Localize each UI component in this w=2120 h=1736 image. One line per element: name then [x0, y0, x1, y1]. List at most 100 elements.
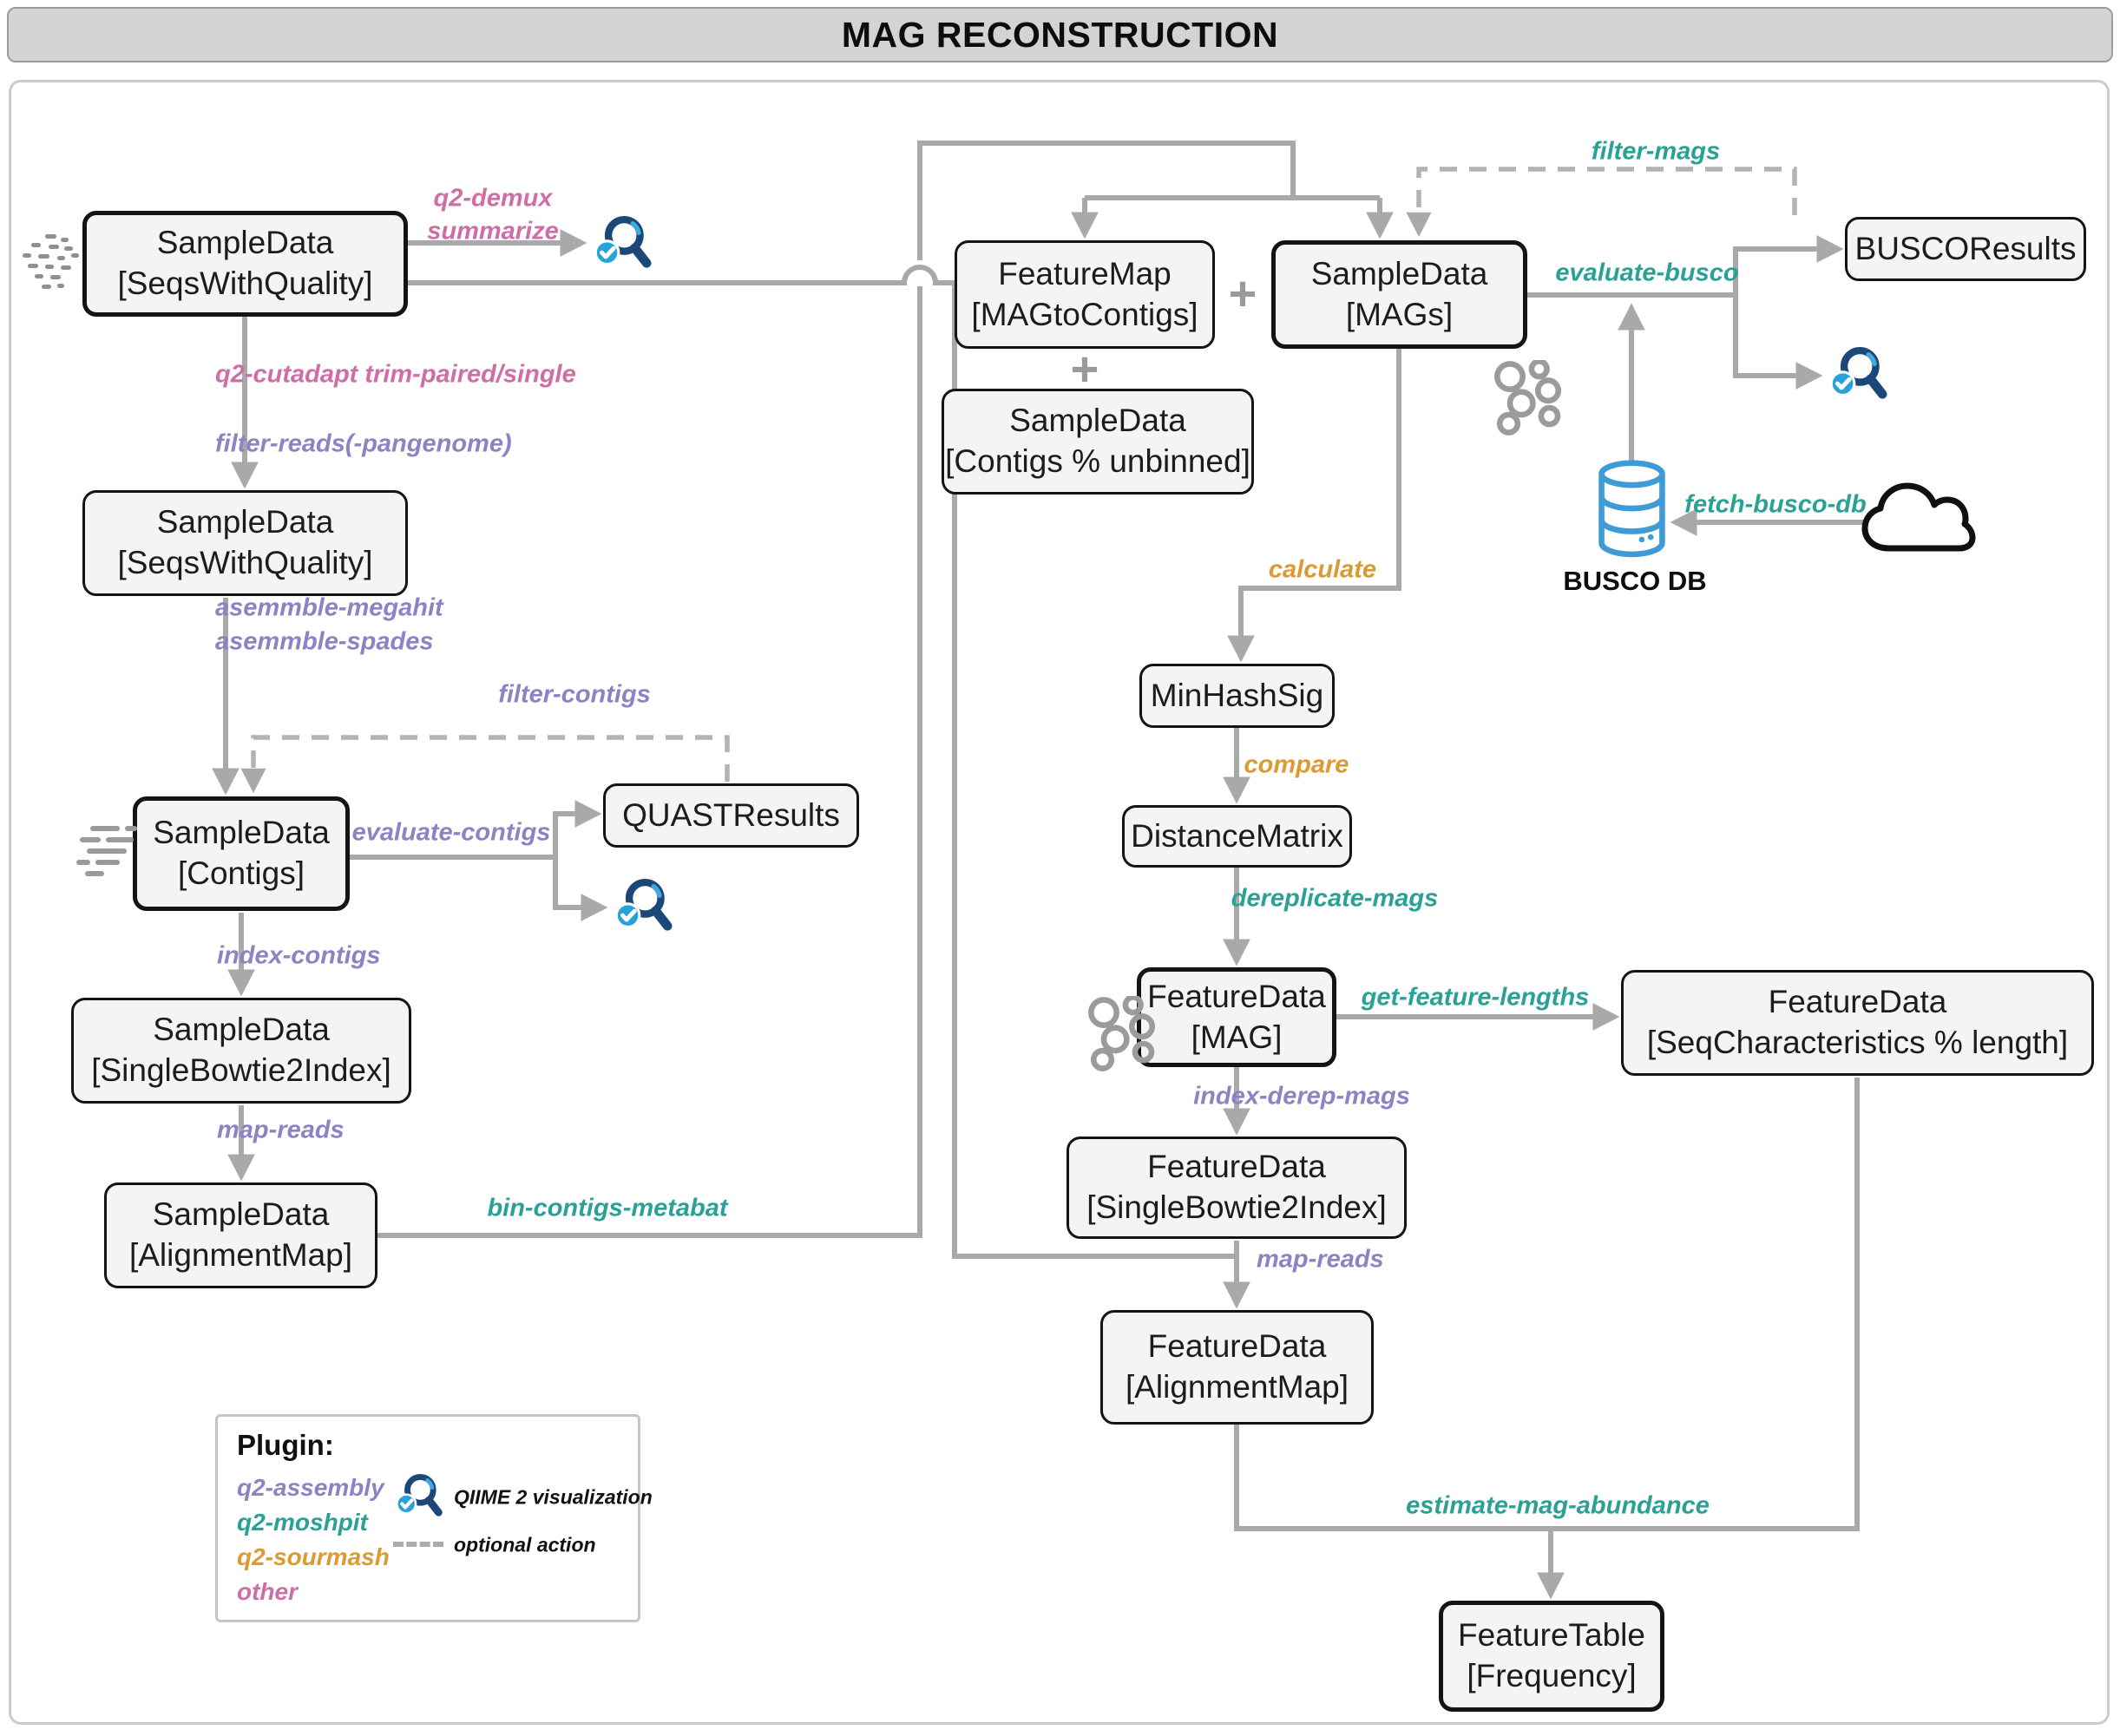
node-sampledata-alignmentmap: SampleData [AlignmentMap]: [104, 1182, 377, 1288]
edge-label-index-contigs: index-contigs: [217, 941, 381, 970]
edge-label-assemble-megahit: asemmble-megahit: [215, 593, 443, 622]
cloud-icon: [1861, 482, 1976, 552]
node-featuredata-seqcharacteristics: FeatureData [SeqCharacteristics % length…: [1621, 970, 2094, 1076]
contigs-icon: [76, 826, 137, 876]
node-label: [Contigs % unbinned]: [945, 443, 1250, 479]
legend-item-q2-sourmash: q2-sourmash: [237, 1543, 390, 1570]
node-label: [SeqsWithQuality]: [117, 265, 373, 301]
solid-edges: [212, 141, 1866, 1600]
qiime2-visualization-icon: [587, 212, 653, 278]
legend-item-q2-assembly: q2-assembly: [237, 1474, 384, 1501]
edge-label-get-feature-lengths: get-feature-lengths: [1361, 983, 1590, 1012]
legend-item-other: other: [237, 1578, 298, 1605]
edge-label-map-reads-2: map-reads: [1257, 1245, 1384, 1274]
node-label: [SingleBowtie2Index]: [1086, 1189, 1387, 1225]
plus-sign: +: [1228, 265, 1257, 321]
node-featuredata-alignmentmap: FeatureData [AlignmentMap]: [1100, 1310, 1374, 1425]
node-featuretable-frequency: FeatureTable [Frequency]: [1439, 1601, 1664, 1712]
edge-label-filter-contigs: filter-contigs: [498, 680, 651, 709]
qiime2-visualization-icon: [390, 1471, 443, 1524]
edge-label-calculate: calculate: [1268, 555, 1377, 584]
node-label: SampleData: [156, 504, 334, 540]
node-label: BUSCOResults: [1854, 230, 2077, 266]
node-label: SampleData: [1009, 403, 1186, 439]
title-bar: MAG RECONSTRUCTION: [7, 7, 2113, 62]
node-label: [MAGs]: [1345, 296, 1454, 332]
edge-label-compare: compare: [1244, 750, 1349, 779]
plus-sign: +: [1070, 341, 1099, 396]
node-label: FeatureData: [1147, 1149, 1326, 1185]
edge-label-dereplicate-mags: dereplicate-mags: [1231, 884, 1439, 913]
edge-label-map-reads-1: map-reads: [217, 1116, 345, 1144]
edge-label-filter-mags: filter-mags: [1591, 137, 1721, 166]
legend-title: Plugin:: [237, 1429, 334, 1461]
edge-label-evaluate-contigs: evaluate-contigs: [351, 818, 551, 847]
edge-label-fetch-busco-db: fetch-busco-db: [1684, 490, 1867, 519]
node-label: FeatureTable: [1458, 1617, 1645, 1654]
node-sampledata-contigs-unbinned: SampleData [Contigs % unbinned]: [942, 389, 1254, 495]
edge-label-assemble-spades: asemmble-spades: [215, 627, 434, 656]
node-label: FeatureMap: [998, 255, 1172, 292]
node-label: FeatureData: [1147, 978, 1326, 1014]
legend-item-q2-moshpit: q2-moshpit: [237, 1509, 368, 1536]
edge-label-evaluate-busco: evaluate-busco: [1555, 259, 1739, 287]
edge-reads-down: [408, 265, 1234, 1259]
edge-label-summarize: summarize: [427, 217, 559, 246]
node-label: [SeqsWithQuality]: [117, 545, 373, 580]
busco-db-label: BUSCO DB: [1563, 566, 1707, 596]
node-label: SampleData: [153, 815, 330, 851]
node-label: QUASTResults: [622, 796, 840, 833]
node-sampledata-seqswithquality-filtered: SampleData [SeqsWithQuality]: [82, 490, 408, 596]
reads-icon: [23, 234, 79, 289]
edge-filter-mags-optional: [1406, 167, 1797, 238]
edge-label-q2-demux: q2-demux: [433, 184, 553, 213]
page-title: MAG RECONSTRUCTION: [841, 14, 1279, 55]
node-buscoresults: BUSCOResults: [1845, 217, 2086, 281]
node-featuredata-singlebowtie2index: FeatureData [SingleBowtie2Index]: [1067, 1137, 1407, 1239]
legend: Plugin: q2-assembly q2-moshpit q2-sourma…: [215, 1414, 653, 1622]
edge-estimate-abundance: [1234, 1078, 1860, 1531]
node-label: [MAGtoContigs]: [971, 296, 1198, 332]
node-quastresults: QUASTResults: [603, 783, 859, 848]
node-minhashsig: MinHashSig: [1139, 664, 1335, 728]
node-label: [SeqCharacteristics % length]: [1646, 1025, 2069, 1060]
node-label: [AlignmentMap]: [128, 1237, 353, 1273]
node-sampledata-contigs: SampleData [Contigs]: [133, 796, 350, 911]
legend-viz-label: QIIME 2 visualization: [454, 1485, 653, 1509]
legend-optional-label: optional action: [454, 1533, 596, 1556]
node-sampledata-singlebowtie2index: SampleData [SingleBowtie2Index]: [71, 998, 411, 1104]
edge-label-estimate-mag-abundance: estimate-mag-abundance: [1406, 1491, 1710, 1520]
edge-filter-contigs-optional: [240, 735, 730, 794]
mag-bins-icon: [1491, 360, 1567, 436]
dashed-line-icon: [393, 1542, 443, 1547]
edge-label-q2-cutadapt: q2-cutadapt trim-paired/single: [215, 360, 576, 389]
qiime2-visualization-icon: [1822, 343, 1888, 409]
node-sampledata-mags: SampleData [MAGs]: [1271, 240, 1527, 349]
node-distancematrix: DistanceMatrix: [1122, 805, 1352, 868]
node-featuremap-magtocontigs: FeatureMap [MAGtoContigs]: [955, 240, 1215, 349]
node-label: MinHashSig: [1150, 677, 1324, 713]
node-label: DistanceMatrix: [1131, 817, 1343, 854]
node-label: FeatureData: [1147, 1328, 1327, 1365]
edge-label-index-derep-mags: index-derep-mags: [1193, 1082, 1410, 1110]
node-label: [Frequency]: [1467, 1658, 1637, 1693]
node-label: SampleData: [153, 1012, 330, 1048]
busco-db-icon: [1595, 458, 1669, 560]
node-label: [SingleBowtie2Index]: [91, 1052, 391, 1088]
edge-label-filter-reads: filter-reads(-pangenome): [215, 429, 512, 458]
dashed-edges: [240, 167, 1797, 794]
node-featuredata-mag: FeatureData [MAG]: [1137, 967, 1336, 1067]
node-label: [AlignmentMap]: [1125, 1369, 1349, 1405]
node-label: SampleData: [152, 1196, 330, 1233]
mag-bins-icon: [1085, 996, 1161, 1072]
qiime2-visualization-icon: [607, 875, 673, 940]
edge-bin-contigs-up: [377, 286, 922, 1238]
node-label: [MAG]: [1191, 1019, 1283, 1055]
edge-calculate: [1227, 349, 1401, 663]
node-label: [Contigs]: [177, 855, 305, 891]
node-label: SampleData: [156, 225, 334, 261]
node-label: SampleData: [1310, 255, 1488, 292]
edge-label-bin-contigs-metabat: bin-contigs-metabat: [487, 1194, 728, 1222]
